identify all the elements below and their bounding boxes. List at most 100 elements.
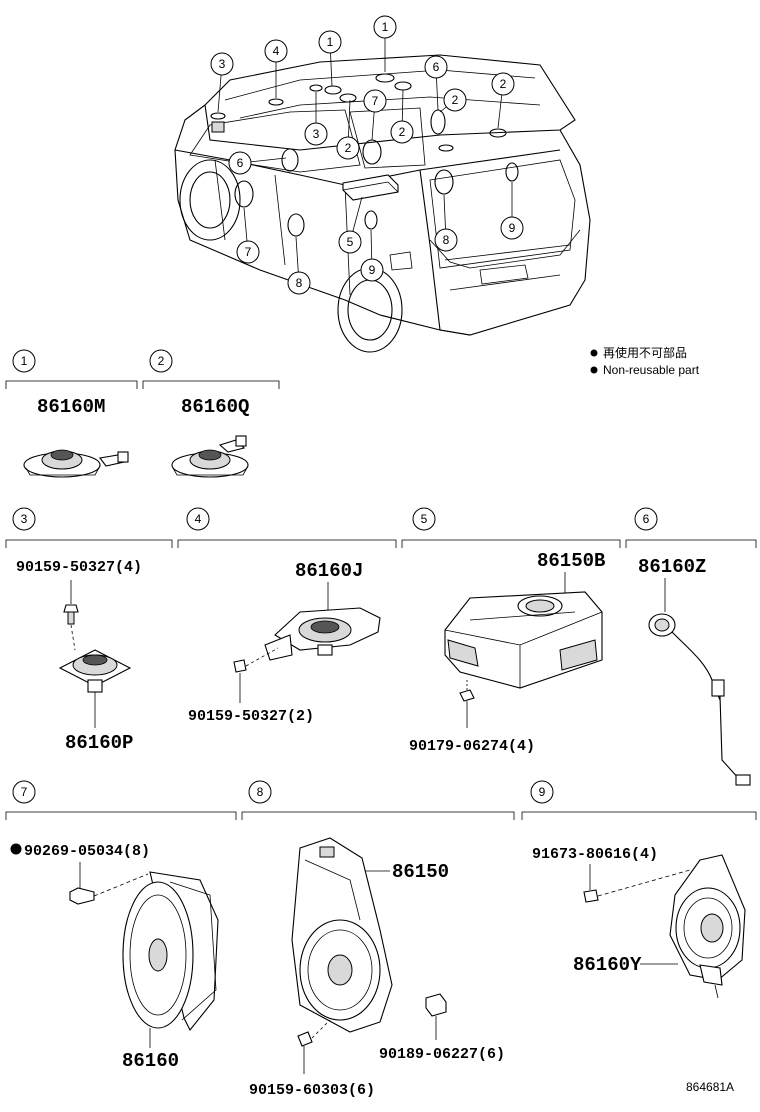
overview-callout-9: 9 [360, 229, 384, 282]
legend-en: Non-reusable part [603, 363, 700, 377]
section-2: 86160Q [171, 396, 249, 478]
overview-callout-label: 7 [245, 245, 252, 259]
part-number-86160: 86160 [122, 1050, 179, 1072]
overview-callout-label: 9 [369, 263, 376, 277]
overview-callout-8: 8 [287, 236, 311, 295]
section-number: 1 [21, 354, 28, 368]
overview-callout-6: 6 [424, 55, 448, 111]
overview-callouts: 1 1 2 2 2 2 3 3 4 5 6 6 7 7 8 8 9 9 [210, 15, 524, 295]
overview-callout-label: 5 [347, 235, 354, 249]
overview-callout-label: 2 [399, 125, 406, 139]
legend: 再使用不可部品 Non-reusable part [590, 345, 700, 377]
bolt-90159-50327-2-drawing [233, 647, 279, 703]
section-number: 6 [643, 512, 650, 526]
overview-callout-label: 2 [345, 141, 352, 155]
overview-callout-8: 8 [434, 194, 458, 252]
section-header-7: 7 [5, 780, 237, 820]
part-number-86150B: 86150B [537, 550, 605, 572]
section-number: 3 [21, 512, 28, 526]
part-number-86160P: 86160P [65, 732, 133, 754]
section-number: 5 [421, 512, 428, 526]
bolt-91673-80616-drawing [583, 869, 691, 903]
overview-callout-3: 3 [304, 92, 328, 146]
part-number-90159-50327-4: 90159-50327(4) [16, 559, 142, 576]
amplifier-86150B-drawing [444, 591, 603, 689]
speaker-86160M-drawing [23, 449, 129, 478]
part-number-90159-60303-6: 90159-60303(6) [249, 1082, 375, 1099]
section-header-9: 9 [521, 780, 757, 820]
section-1: 86160M [23, 396, 129, 478]
part-number-90189-06227-6: 90189-06227(6) [379, 1046, 505, 1063]
bolt-90159-50327-drawing [63, 580, 79, 651]
overview-callout-2: 2 [439, 88, 467, 113]
overview-callout-2: 2 [390, 89, 414, 144]
bolt-90159-60303-drawing [297, 1019, 331, 1074]
section-4: 86160J 90159-50327(2) [188, 560, 381, 725]
section-header-1: 1 [5, 349, 138, 389]
speaker-86160Z-drawing [648, 613, 751, 786]
overview-callout-label: 1 [382, 20, 389, 34]
overview-callout-7: 7 [363, 89, 387, 141]
section-header-3: 3 [5, 507, 173, 548]
section-5: 86150B 90179-06274(4) [409, 550, 605, 755]
overview-callout-1: 1 [318, 30, 342, 87]
overview-callout-label: 1 [327, 35, 334, 49]
section-number: 9 [539, 785, 546, 799]
section-number: 2 [158, 354, 165, 368]
speaker-86160Y-drawing [669, 854, 746, 999]
part-number-91673-80616-4: 91673-80616(4) [532, 846, 658, 863]
part-number-90159-50327-2: 90159-50327(2) [188, 708, 314, 725]
section-header-5: 5 [401, 507, 621, 548]
section-header-4: 4 [177, 507, 397, 548]
part-number-86160J: 86160J [295, 560, 363, 582]
overview-callout-label: 8 [443, 233, 450, 247]
section-8: 86150 90189-06227(6) 90159-60303(6) [249, 837, 505, 1099]
speaker-86160-drawing [122, 871, 219, 1032]
legend-jp: 再使用不可部品 [603, 345, 687, 360]
overview-callout-label: 9 [509, 221, 516, 235]
section-number: 8 [257, 785, 264, 799]
part-number-86160Y: 86160Y [573, 954, 642, 976]
section-9: 91673-80616(4) 86160Y [532, 846, 746, 999]
speaker-86160P-drawing [58, 649, 132, 728]
overview-callout-label: 2 [452, 93, 459, 107]
overview-callout-2: 2 [491, 72, 515, 129]
overview-callout-label: 3 [313, 127, 320, 141]
overview-callout-label: 4 [273, 44, 280, 58]
overview-callout-4: 4 [264, 39, 288, 98]
part-number-90179-06274-4: 90179-06274(4) [409, 738, 535, 755]
section-3: 90159-50327(4) 86160P [16, 559, 142, 754]
overview-callout-5: 5 [338, 196, 363, 254]
vehicle-illustration [174, 54, 591, 353]
overview-callout-label: 6 [237, 156, 244, 170]
part-number-86160Q: 86160Q [181, 396, 249, 418]
overview-callout-2: 2 [336, 99, 360, 160]
nut-90179-06274-drawing [459, 680, 475, 728]
section-headers: 1 2 3 4 5 6 7 8 9 [5, 349, 757, 820]
overview-callout-1: 1 [373, 15, 397, 72]
section-6: 86160Z [638, 556, 751, 786]
part-number-86160M: 86160M [37, 396, 105, 418]
speaker-86160J-drawing [264, 607, 381, 661]
speaker-86150-drawing [291, 837, 393, 1033]
section-number: 7 [21, 785, 28, 799]
section-header-6: 6 [625, 507, 757, 548]
overview-callout-6: 6 [228, 151, 287, 175]
part-number-86160Z: 86160Z [638, 556, 706, 578]
section-7: 90269-05034(8) 86160 [10, 843, 219, 1072]
diagram-reference: 864681A [686, 1080, 734, 1094]
non-reusable-marker [10, 843, 22, 855]
overview-callout-label: 3 [219, 57, 226, 71]
section-header-2: 2 [142, 349, 280, 389]
overview-callout-3: 3 [210, 52, 234, 113]
section-number: 4 [195, 512, 202, 526]
overview-callout-label: 8 [296, 276, 303, 290]
overview-callout-label: 6 [433, 60, 440, 74]
rivet-90269-05034-drawing [69, 873, 149, 905]
overview-callout-label: 2 [500, 77, 507, 91]
part-number-90269-05034-8: 90269-05034(8) [24, 843, 150, 860]
part-number-86150: 86150 [392, 861, 449, 883]
clip-90189-06227-drawing [425, 993, 447, 1040]
overview-callout-7: 7 [236, 207, 260, 264]
